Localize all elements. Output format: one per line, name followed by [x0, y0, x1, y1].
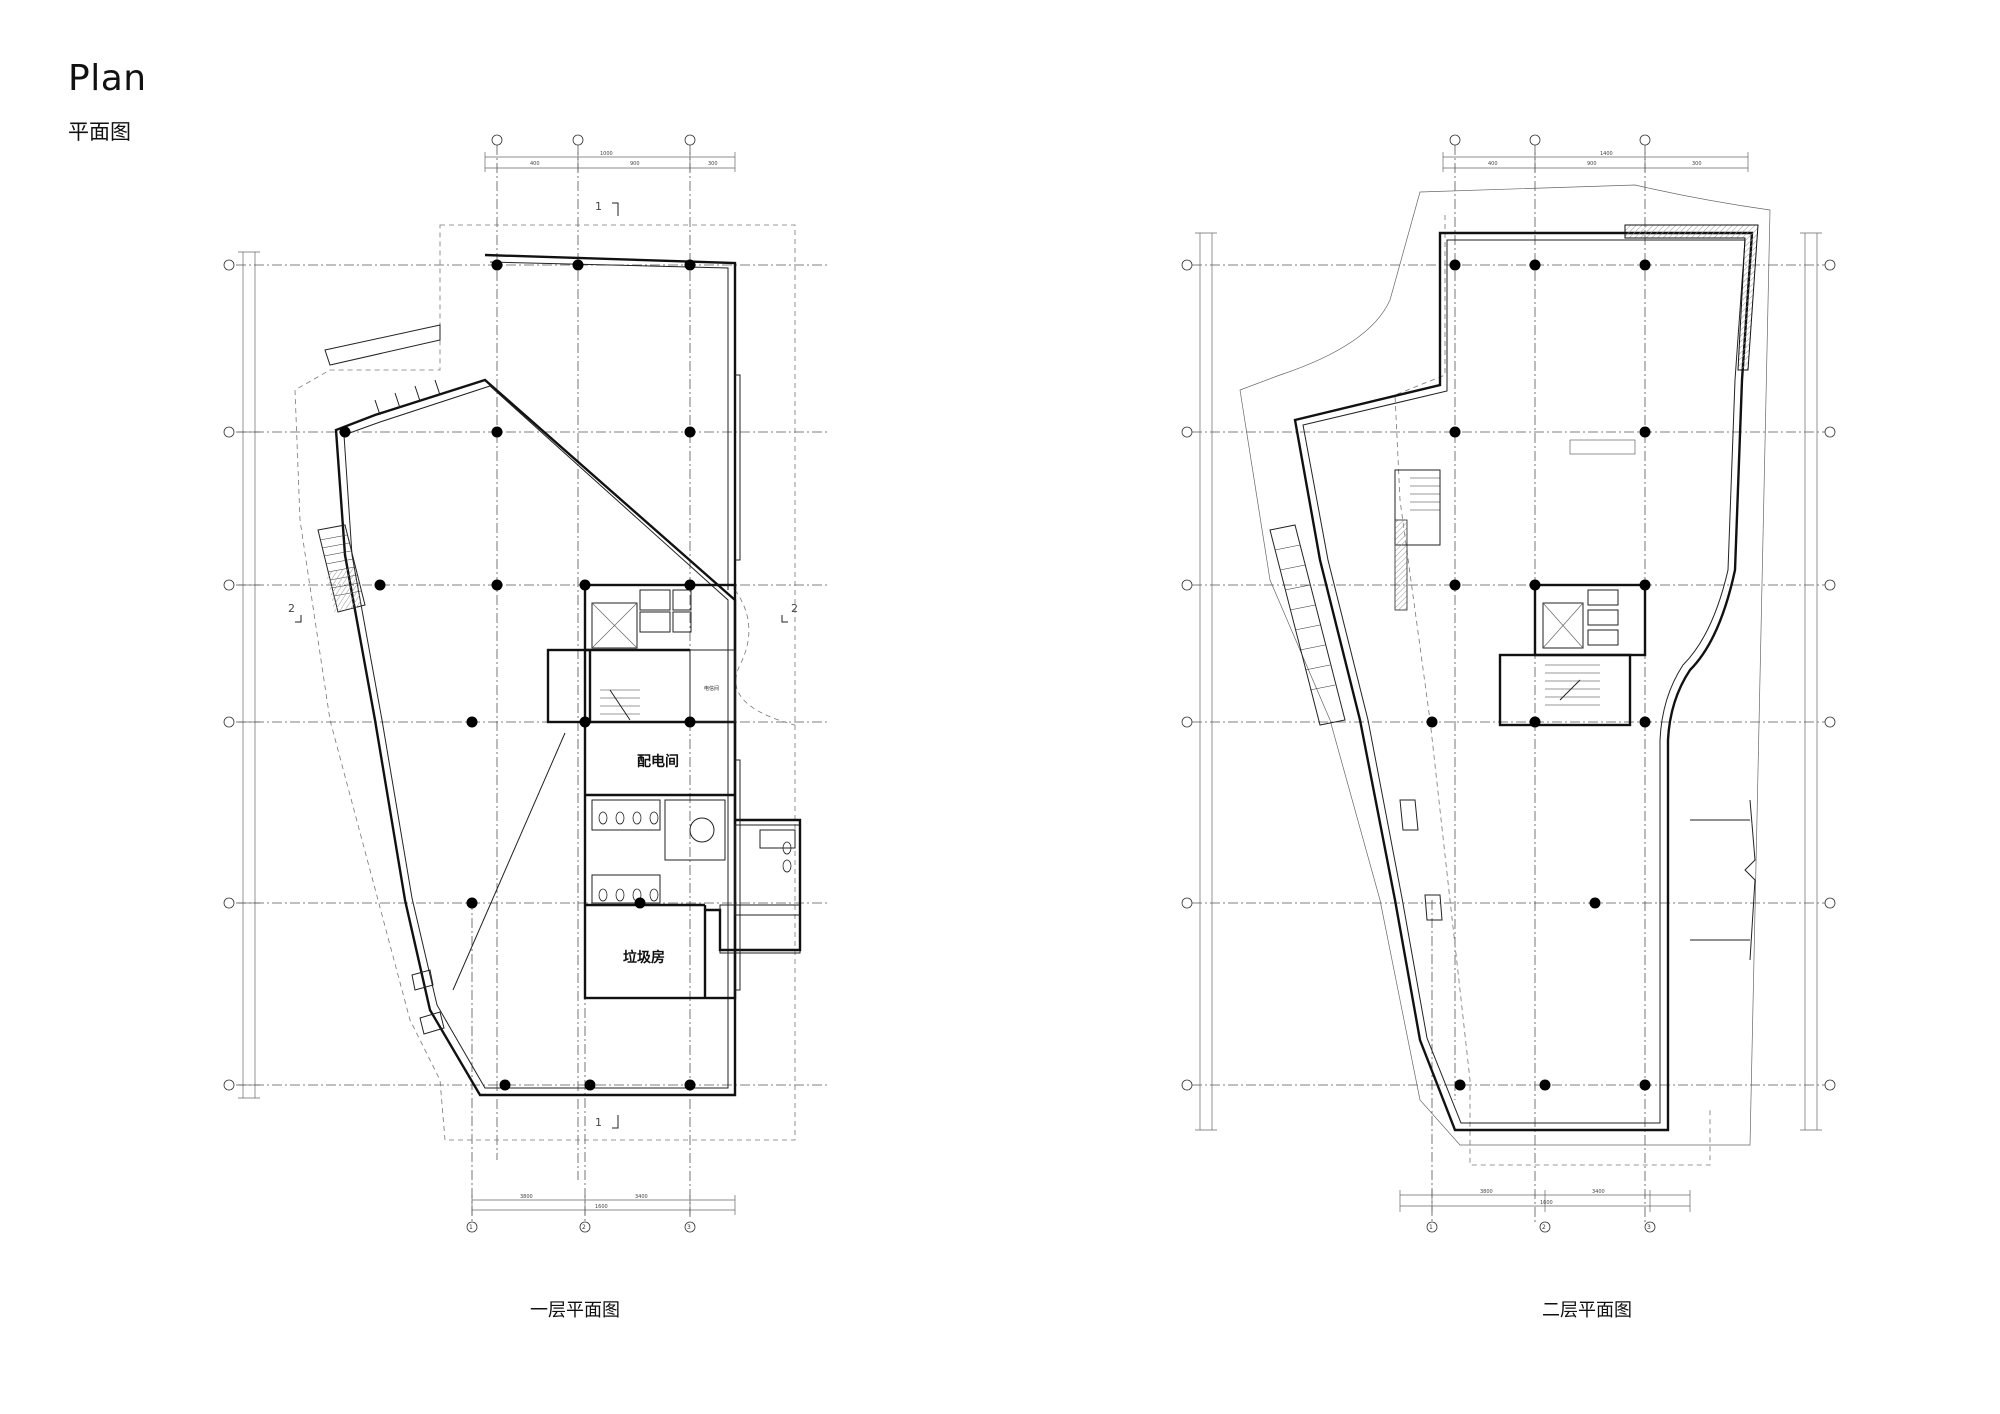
plan-2: 1400 400 900 300 1 2 3 [1181, 134, 1836, 1233]
plan2-grid-col-1: 1 [1429, 1224, 1433, 1231]
plan1-columns [339, 259, 696, 1091]
svg-text:1400: 1400 [1600, 151, 1613, 157]
plan2-columns [1426, 259, 1651, 1091]
plan2-grid-col-3: 3 [1647, 1224, 1651, 1231]
plan2-side-dimensions [1195, 232, 1822, 1131]
svg-text:1: 1 [595, 1116, 602, 1129]
plan1-exterior-wall [334, 253, 737, 1097]
plan1-grid-col-2: 2 [582, 1224, 586, 1231]
plan1-room-shaft: 电信间 [704, 685, 719, 692]
plan2-roof-outline [1239, 184, 1771, 1146]
svg-text:1: 1 [595, 200, 602, 213]
plan2-caption: 二层平面图 [1542, 1300, 1632, 1321]
svg-text:3400: 3400 [1592, 1189, 1605, 1195]
plan1-grid-col-3: 3 [687, 1224, 691, 1231]
plan1-grid-lines [236, 145, 830, 1222]
plan1-top-dimensions: 1000 400 900 300 [484, 151, 736, 172]
plan1-grid-col-1: 1 [469, 1224, 473, 1231]
svg-text:300: 300 [1692, 161, 1702, 167]
svg-text:1600: 1600 [595, 1204, 608, 1210]
plan1-room-trash: 垃圾房 [623, 949, 665, 966]
plan1-left-dimensions [238, 251, 260, 1099]
svg-text:2: 2 [288, 602, 295, 615]
plan1-section-marks: 1 1 2 2 [288, 200, 798, 1129]
plan2-top-dimensions: 1400 400 900 300 [1442, 151, 1749, 172]
page-title: Plan [68, 58, 147, 99]
plan1-core [546, 583, 802, 1000]
plan2-bottom-dimensions: 3800 3400 1600 [1399, 1189, 1691, 1212]
plan1-room-power: 配电间 [637, 753, 679, 770]
plan1-grid-bubbles-left [223, 259, 235, 1091]
svg-text:2: 2 [791, 602, 798, 615]
plan2-grid-col-2: 2 [1542, 1224, 1546, 1231]
plan1-caption: 一层平面图 [530, 1300, 620, 1321]
svg-text:900: 900 [630, 161, 640, 167]
plan2-hatched-wall [1624, 224, 1759, 371]
svg-text:3800: 3800 [1480, 1189, 1493, 1195]
plan1-grid-bubbles-top: 1 2 3 [466, 134, 696, 1233]
svg-text:300: 300 [708, 161, 718, 167]
plan1-west-stair [317, 524, 366, 613]
svg-text:400: 400 [1488, 161, 1498, 167]
plan2-stair-2 [1394, 469, 1441, 611]
plan2-grid-bubbles: 1 2 3 [1181, 134, 1836, 1233]
plan1-bottom-dimensions: 3800 3400 1600 [471, 1194, 736, 1215]
svg-text:3800: 3800 [520, 1194, 533, 1200]
svg-text:900: 900 [1587, 161, 1597, 167]
plan2-core [1498, 583, 1647, 727]
plan2-exterior-wall [1293, 231, 1754, 1132]
plan-1: 1000 400 900 300 1 2 3 3800 3400 1600 [223, 134, 830, 1233]
svg-text:3400: 3400 [635, 1194, 648, 1200]
svg-text:1000: 1000 [600, 151, 613, 157]
plan2-grid-lines [1192, 145, 1825, 1222]
svg-text:1600: 1600 [1540, 1200, 1553, 1206]
page-subtitle: 平面图 [68, 120, 131, 144]
plan2-west-stair [1269, 524, 1346, 726]
svg-text:400: 400 [530, 161, 540, 167]
plan1-canopy-outline [294, 224, 796, 1141]
